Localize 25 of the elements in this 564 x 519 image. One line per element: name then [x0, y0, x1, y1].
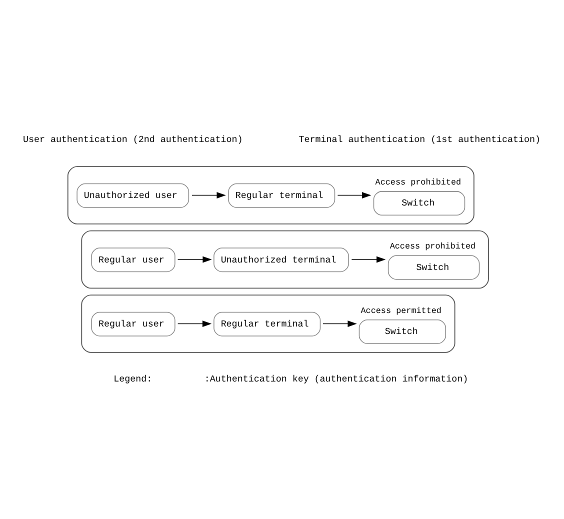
node-label: Access permitted — [360, 306, 442, 316]
node-label: Access prohibited — [390, 242, 476, 252]
node-box: Unauthorized terminal — [214, 248, 349, 272]
label: Terminal authentication (1st authentication) — [298, 134, 541, 146]
label: User authentication (2nd authentication) — [22, 134, 243, 146]
node-box: Regular terminal — [214, 312, 321, 336]
legend-label: :Authentication key (authentication information) — [204, 374, 468, 385]
arrow — [322, 320, 357, 327]
node-box: Regular user — [91, 248, 176, 272]
node-box: Switch — [358, 320, 446, 344]
arrow — [177, 320, 212, 327]
cluster — [67, 166, 474, 224]
node-box: Switch — [388, 255, 480, 280]
arrow — [351, 256, 386, 263]
cluster — [81, 294, 456, 353]
arrow — [192, 192, 226, 198]
node-box: Regular terminal — [228, 183, 336, 208]
arrow — [177, 256, 212, 263]
node-box: Switch — [373, 191, 466, 216]
cluster — [81, 230, 489, 289]
label: Legend: — [114, 374, 152, 385]
arrow — [337, 192, 372, 198]
node-box: Unauthorized user — [76, 183, 190, 208]
node-box: Regular user — [91, 312, 176, 336]
node-label: Access prohibited — [375, 177, 462, 188]
